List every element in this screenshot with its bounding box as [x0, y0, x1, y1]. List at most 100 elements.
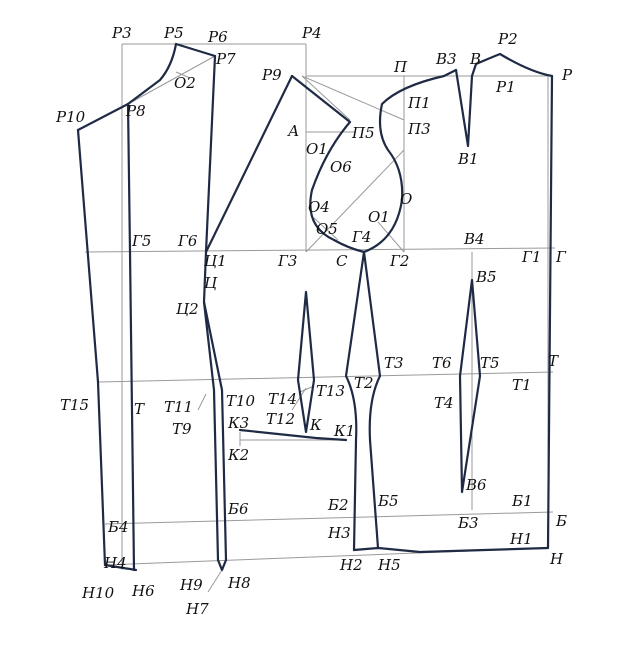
armhole-curve — [290, 74, 366, 254]
label-g2: Г2 — [389, 252, 409, 270]
side-seam-right — [362, 250, 382, 550]
label-p9: Р9 — [261, 66, 282, 84]
label-t6: Т6 — [432, 354, 452, 372]
label-g6: Г6 — [177, 232, 198, 250]
front-neck — [474, 52, 554, 78]
t9-leader — [197, 393, 207, 411]
label-h5: Н5 — [377, 556, 401, 574]
label-b6: В6 — [465, 476, 487, 494]
label-o2: О2 — [174, 74, 196, 92]
label-c: Ц — [204, 274, 218, 292]
chest-line — [84, 247, 556, 253]
label-k3: К3 — [227, 414, 249, 432]
label-h9: Н9 — [179, 576, 203, 594]
label-h1: Н1 — [509, 530, 533, 548]
label-o1b: О1 — [368, 208, 390, 226]
outline-lines — [76, 42, 554, 572]
front-edge — [546, 74, 554, 550]
label-b4: В4 — [463, 230, 485, 248]
label-k1: К1 — [333, 422, 355, 440]
label-o: О — [400, 190, 412, 208]
label-t1: Т1 — [512, 376, 532, 394]
label-b2: Б2 — [327, 496, 349, 514]
label-p8: Р8 — [125, 102, 146, 120]
t14-leader — [299, 385, 315, 393]
label-p1c: П1 — [407, 94, 431, 112]
label-g1: Г1 — [521, 248, 541, 266]
label-r: Р — [561, 66, 573, 84]
back-neckline — [126, 42, 178, 106]
label-b3: В3 — [435, 50, 457, 68]
back-side-top — [76, 128, 107, 567]
front-hem — [352, 546, 550, 554]
label-c1: Ц1 — [204, 252, 227, 270]
back-hem — [103, 563, 138, 572]
label-a: А — [287, 122, 299, 140]
pocket-flap — [238, 428, 348, 442]
label-o1a: О1 — [306, 140, 328, 158]
label-h6: Н6 — [131, 582, 155, 600]
label-p5: Р5 — [163, 24, 184, 42]
point-labels: Р3 Р5 Р6 Р4 Р7 О2 Р9 Р10 Р8 П В3 В Р2 Р1… — [55, 24, 573, 618]
h7-leader — [207, 569, 223, 593]
label-b4b: Б4 — [107, 518, 129, 536]
label-p4: Р4 — [301, 24, 322, 42]
sleeve-diagonal — [204, 74, 294, 254]
label-g3: Г3 — [277, 252, 297, 270]
label-t13: Т13 — [316, 382, 345, 400]
label-p10: Р10 — [55, 108, 86, 126]
side-seam-left — [344, 250, 366, 552]
label-t2: Т2 — [354, 374, 374, 392]
label-t9: Т9 — [172, 420, 192, 438]
armhole-o1-tick — [377, 221, 405, 253]
side-back-hem — [216, 558, 228, 572]
label-h2: Н2 — [339, 556, 363, 574]
label-p6: Р6 — [207, 28, 228, 46]
label-bb: Б — [555, 512, 567, 530]
label-t5: Т5 — [480, 354, 500, 372]
label-k2: К2 — [227, 446, 249, 464]
label-t14: Т14 — [268, 390, 297, 408]
label-g4: Г4 — [351, 228, 371, 246]
label-h3: Н3 — [327, 524, 351, 542]
label-t3: Т3 — [384, 354, 404, 372]
label-b6b: Б6 — [227, 500, 249, 518]
neck-diagonal — [127, 55, 216, 105]
neck-o2-tick — [175, 71, 191, 79]
armhole-diag-2 — [301, 75, 405, 121]
label-b3b: Б3 — [457, 514, 479, 532]
label-b5: В5 — [475, 268, 497, 286]
construction-lines — [84, 43, 556, 593]
label-h10: Н10 — [81, 584, 115, 602]
armhole-diag-1 — [301, 75, 351, 121]
label-g: Г — [555, 248, 567, 266]
label-h7: Н7 — [185, 600, 209, 618]
label-t15: Т15 — [60, 396, 89, 414]
armhole-o5-tick — [313, 217, 339, 241]
back-top — [174, 42, 217, 58]
waist-dart-middle — [296, 290, 316, 434]
label-p5c: П5 — [351, 124, 375, 142]
label-k: К — [309, 416, 322, 434]
label-p3c: П3 — [407, 120, 431, 138]
front-dart — [458, 278, 482, 494]
back-shoulder — [76, 102, 130, 132]
waist-line — [97, 371, 554, 383]
label-b: В — [469, 50, 481, 68]
label-b1: В1 — [457, 150, 479, 168]
armhole-diag-3 — [305, 149, 405, 253]
label-t4: Т4 — [434, 394, 454, 412]
side-back-seam-2 — [202, 300, 228, 562]
label-p: П — [393, 58, 408, 76]
front-armhole-curve — [362, 68, 458, 254]
label-tb: Т — [134, 400, 145, 418]
hip-line — [104, 511, 554, 525]
label-t10: Т10 — [226, 392, 256, 410]
label-p1: Р1 — [495, 78, 516, 96]
label-b1b: Б1 — [511, 492, 533, 510]
label-g5: Г5 — [131, 232, 151, 250]
label-t11: Т11 — [164, 398, 193, 416]
label-p2: Р2 — [497, 30, 518, 48]
